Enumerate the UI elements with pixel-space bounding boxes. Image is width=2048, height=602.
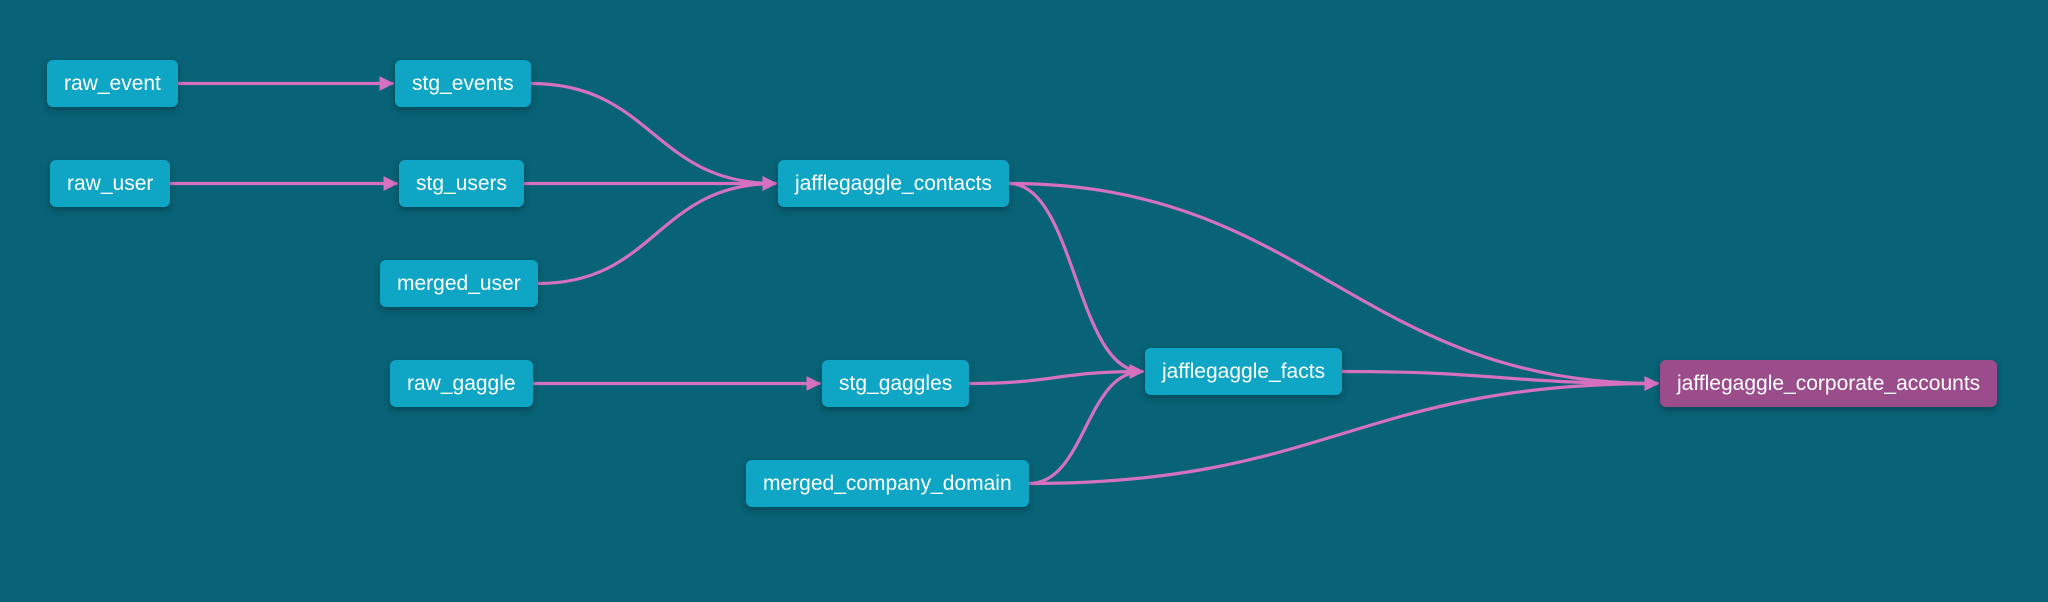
edge-stg_gaggles-to-jafflegaggle_facts xyxy=(967,364,1145,386)
edge-jafflegaggle_contacts-to-jafflegaggle_facts xyxy=(1007,181,1145,379)
node-jafflegaggle_facts[interactable]: jafflegaggle_facts xyxy=(1145,348,1343,395)
edge-stg_events-to-jafflegaggle_contacts xyxy=(529,81,778,191)
node-merged_user[interactable]: merged_user xyxy=(380,260,538,307)
edge-jafflegaggle_facts-to-jafflegaggle_corporate_accounts xyxy=(1340,369,1660,391)
node-merged_company_domain[interactable]: merged_company_domain xyxy=(746,460,1029,507)
node-jafflegaggle_contacts[interactable]: jafflegaggle_contacts xyxy=(778,160,1009,207)
node-jafflegaggle_corporate_accounts[interactable]: jafflegaggle_corporate_accounts xyxy=(1660,360,1998,407)
node-raw_user[interactable]: raw_user xyxy=(50,160,171,207)
edge-merged_company_domain-to-jafflegaggle_corporate_accounts xyxy=(1027,376,1660,486)
node-stg_gaggles[interactable]: stg_gaggles xyxy=(822,360,970,407)
node-stg_users[interactable]: stg_users xyxy=(399,160,525,207)
edge-merged_user-to-jafflegaggle_contacts xyxy=(536,176,778,286)
node-raw_gaggle[interactable]: raw_gaggle xyxy=(390,360,533,407)
node-raw_event[interactable]: raw_event xyxy=(47,60,178,107)
node-stg_events[interactable]: stg_events xyxy=(395,60,531,107)
edge-merged_company_domain-to-jafflegaggle_facts xyxy=(1027,364,1145,486)
